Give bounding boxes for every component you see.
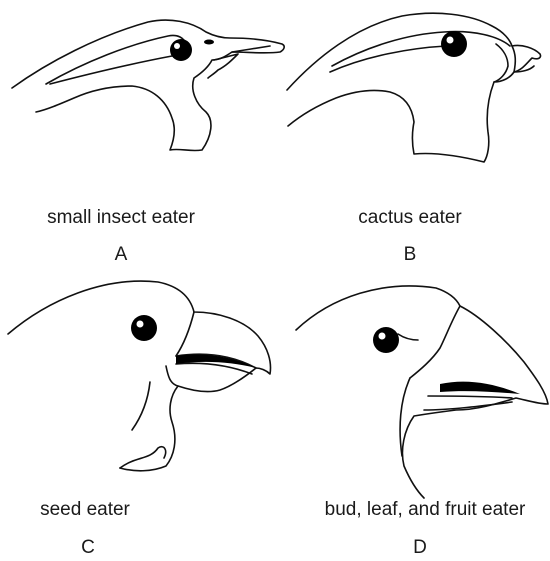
finch-head-cactus-eater: [287, 13, 541, 162]
finch-head-bud-leaf-fruit-eater: [296, 286, 548, 498]
label-a: A: [115, 244, 128, 266]
label-b: B: [404, 244, 417, 266]
caption-cactus-eater: cactus eater: [358, 207, 462, 229]
finch-head-small-insect-eater: [12, 20, 284, 151]
caption-bud-leaf-fruit-eater: bud, leaf, and fruit eater: [325, 499, 526, 521]
caption-small-insect-eater: small insect eater: [47, 207, 195, 229]
caption-seed-eater: seed eater: [40, 499, 130, 521]
label-d: D: [413, 537, 427, 559]
label-c: C: [81, 537, 95, 559]
finch-head-seed-eater: [8, 281, 271, 471]
